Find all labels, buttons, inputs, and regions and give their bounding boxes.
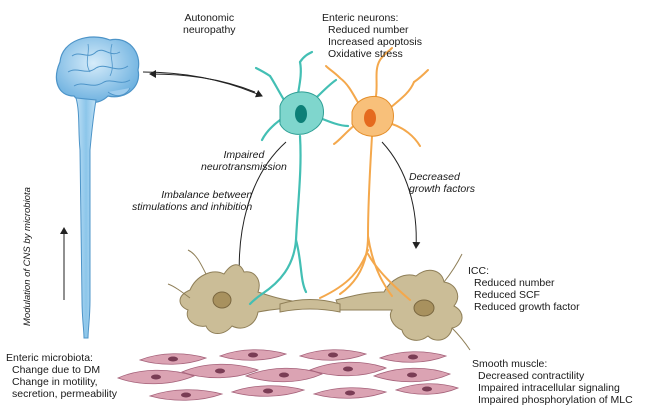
- smooth-muscle-item: Impaired phosphorylation of MLC: [478, 394, 633, 406]
- impaired-neurotransmission-label: Impaired neurotransmission: [201, 149, 287, 173]
- icc-bridge: [279, 299, 341, 313]
- enteric-neurons-item: Increased apoptosis: [328, 36, 422, 48]
- autonomic-line-2: neuropathy: [183, 24, 236, 36]
- modulation-line-1: Modulation of CNS by: [22, 233, 33, 326]
- autonomic-line-1: Autonomic: [184, 12, 235, 24]
- enteric-neurons-item: Oxidative stress: [328, 48, 403, 60]
- teal-neuron: [248, 50, 350, 306]
- icc-cell-right: [335, 253, 471, 351]
- brain-neuron-arrow-left: [149, 70, 256, 93]
- icc-label: ICC: Reduced number Reduced SCF Reduced …: [468, 265, 580, 313]
- imbalance-line-1: Imbalance between: [161, 189, 253, 201]
- icc-title: ICC:: [468, 265, 489, 277]
- impaired-line-1: Impaired: [223, 149, 265, 161]
- enteric-neurons-item: Reduced number: [328, 24, 409, 36]
- modulation-of-cns-label: Modulation of CNS by microbiota: [22, 187, 33, 326]
- microbiota-item: Change due to DM: [12, 364, 101, 376]
- spinal-cord: [75, 97, 97, 339]
- autonomic-neuropathy-label: Autonomic neuropathy: [183, 12, 236, 36]
- smooth-muscle-item: Impaired intracellular signaling: [478, 382, 620, 394]
- microbiota-item: secretion, permeability: [12, 388, 118, 400]
- icc-nucleus-right: [413, 299, 435, 317]
- icc-item: Reduced SCF: [474, 289, 540, 301]
- decreased-line-2: growth factors: [409, 183, 475, 195]
- brain-icon: [55, 36, 140, 104]
- enteric-neurons-title: Enteric neurons:: [322, 12, 399, 24]
- smooth-muscle-title: Smooth muscle:: [472, 358, 548, 370]
- microbiota-title: Enteric microbiota:: [6, 352, 93, 364]
- growth-factor-arrow: [381, 141, 421, 249]
- icc-cell-left: [167, 249, 301, 334]
- icc-nucleus-left: [212, 291, 232, 309]
- enteric-microbiota-label: Enteric microbiota: Change due to DM Cha…: [6, 352, 117, 400]
- modulation-line-2: microbiota: [22, 187, 33, 231]
- icc-item: Reduced number: [474, 277, 555, 289]
- impaired-line-2: neurotransmission: [201, 161, 287, 173]
- microbiota-item: Change in motility,: [12, 376, 98, 388]
- brain-neuron-arrow-right: [142, 71, 263, 98]
- decreased-growth-factors-label: Decreased growth factors: [409, 171, 475, 195]
- orange-neuron: [319, 47, 429, 301]
- imbalance-line-2: stimulations and inhibition: [132, 201, 253, 213]
- enteric-neurons-label: Enteric neurons: Reduced number Increase…: [322, 12, 422, 60]
- smooth-muscle-item: Decreased contractility: [478, 370, 585, 382]
- imbalance-label: Imbalance between stimulations and inhib…: [132, 189, 252, 213]
- icc-item: Reduced growth factor: [474, 301, 580, 313]
- smooth-muscle-label: Smooth muscle: Decreased contractility I…: [472, 358, 633, 406]
- decreased-line-1: Decreased: [409, 171, 460, 183]
